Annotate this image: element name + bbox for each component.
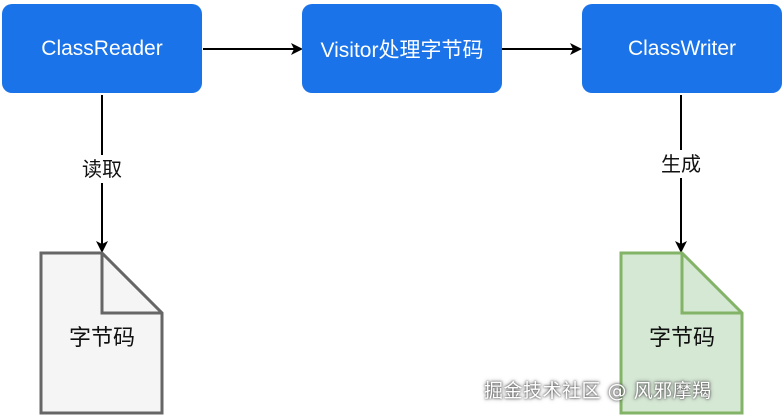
output-document-label: 字节码: [648, 326, 715, 351]
output-document-shape: [619, 251, 744, 415]
visitor-node: Visitor处理字节码: [302, 4, 502, 93]
class-writer-node: ClassWriter: [582, 4, 782, 93]
class-reader-node: ClassReader: [2, 4, 202, 93]
edge-label-read: 读取: [80, 155, 124, 183]
visitor-label: Visitor处理字节码: [320, 38, 484, 62]
input-document-label: 字节码: [68, 326, 135, 351]
watermark: 掘金技术社区 @ 风邪摩羯: [484, 380, 712, 402]
class-reader-label: ClassReader: [41, 36, 163, 60]
edge-label-generate: 生成: [659, 150, 703, 178]
input-document-shape: [39, 251, 164, 415]
class-writer-label: ClassWriter: [627, 36, 737, 60]
